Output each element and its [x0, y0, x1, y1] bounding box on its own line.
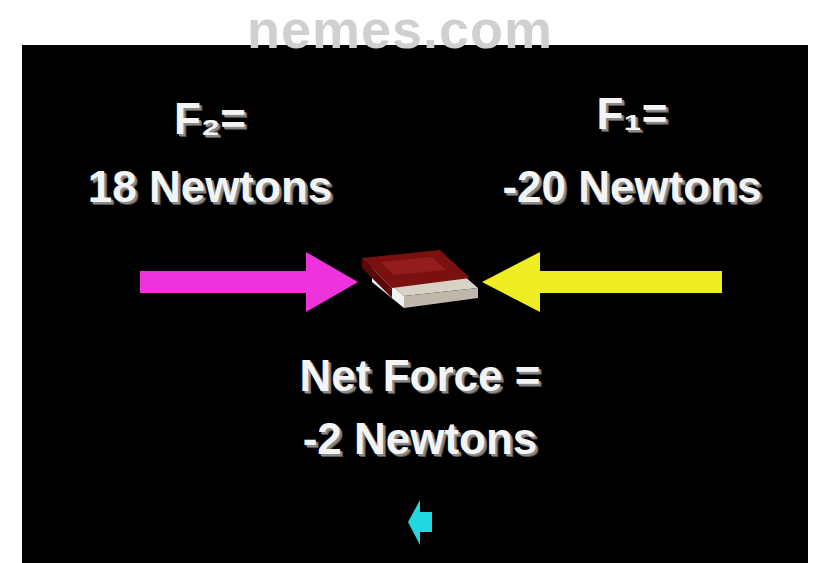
black-panel	[22, 45, 808, 563]
force-arrow-right	[140, 252, 358, 312]
force-value: -20 Newtons	[502, 163, 761, 211]
watermark: nemes.com	[247, 0, 553, 59]
book-illustration	[362, 250, 478, 308]
force-symbol: F₁=	[597, 90, 668, 138]
net-force-heading: Net Force =	[300, 352, 541, 400]
net-force-value: -2 Newtons	[303, 415, 538, 463]
net-force-arrow	[408, 500, 432, 545]
force-symbol: F₂=	[174, 95, 246, 143]
force-value: 18 Newtons	[88, 163, 333, 211]
force-arrow-left	[482, 252, 722, 312]
